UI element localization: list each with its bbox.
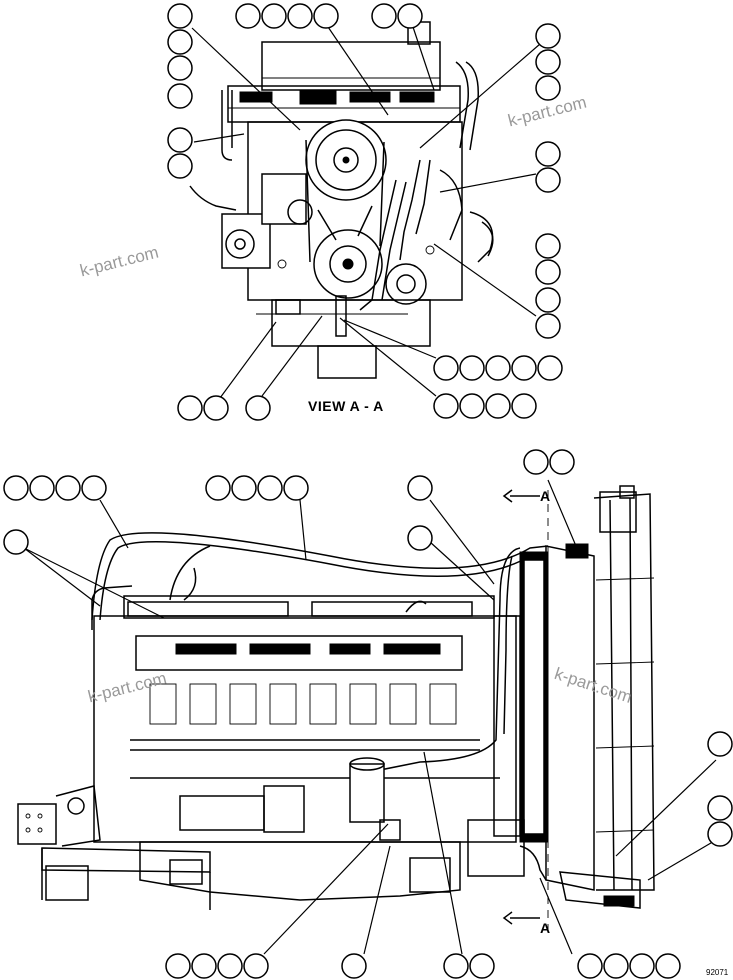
callout-bubble [407, 525, 433, 551]
callout-bubble [707, 795, 733, 821]
callout-bubble [523, 449, 549, 475]
callout-bubble [629, 953, 655, 979]
callout-bubble [167, 55, 193, 81]
callout-bubble [433, 355, 459, 381]
callout-bubble [603, 953, 629, 979]
callout-bubble [535, 233, 561, 259]
callout-bubble [283, 475, 309, 501]
callout-bubble [257, 475, 283, 501]
callout-bubble [535, 259, 561, 285]
callout-bubble [167, 127, 193, 153]
callout-bubble [191, 953, 217, 979]
callout-bubble [287, 3, 313, 29]
callout-bubble [371, 3, 397, 29]
callout-bubble [707, 731, 733, 757]
callout-bubble [535, 167, 561, 193]
drawing-number: 92071 [706, 968, 729, 977]
view-label: VIEW A - A [308, 398, 384, 414]
callout-bubble [167, 153, 193, 179]
front-view-engine [189, 21, 494, 379]
callout-bubble [341, 953, 367, 979]
callout-bubble [81, 475, 107, 501]
callout-bubble [243, 953, 269, 979]
callout-bubble [485, 355, 511, 381]
callout-bubble [459, 393, 485, 419]
callout-bubble [535, 287, 561, 313]
callout-bubble [203, 395, 229, 421]
callout-bubble [511, 355, 537, 381]
callout-bubble [407, 475, 433, 501]
callout-bubble [231, 475, 257, 501]
callout-bubble [167, 83, 193, 109]
callout-bubble [217, 953, 243, 979]
callout-bubble [577, 953, 603, 979]
callout-bubble [165, 953, 191, 979]
callout-bubble [3, 475, 29, 501]
callout-bubble [205, 475, 231, 501]
callout-bubbles [3, 3, 733, 979]
callout-bubble [397, 3, 423, 29]
callout-bubble [549, 449, 575, 475]
callout-bubble [535, 23, 561, 49]
callout-bubble [245, 395, 271, 421]
callout-bubble [511, 393, 537, 419]
callout-bubble [29, 475, 55, 501]
callout-bubble [313, 3, 339, 29]
callout-bubble [443, 953, 469, 979]
callout-bubble [167, 3, 193, 29]
callout-bubble [177, 395, 203, 421]
section-mark-bottom: A [540, 920, 551, 936]
callout-bubble [707, 821, 733, 847]
side-view-engine [17, 485, 655, 930]
callout-bubble [469, 953, 495, 979]
callout-bubble [55, 475, 81, 501]
callout-bubble [535, 141, 561, 167]
callout-bubble [535, 313, 561, 339]
callout-bubble [535, 75, 561, 101]
callout-bubble [459, 355, 485, 381]
callout-bubble [261, 3, 287, 29]
callout-bubble [535, 49, 561, 75]
front-view-leaders [191, 23, 541, 399]
side-view-leaders [23, 479, 717, 955]
callout-bubble [235, 3, 261, 29]
section-mark-top: A [540, 488, 551, 504]
callout-bubble [433, 393, 459, 419]
callout-bubble [167, 29, 193, 55]
callout-bubble [655, 953, 681, 979]
callout-bubble [485, 393, 511, 419]
callout-bubble [537, 355, 563, 381]
callout-bubble [3, 529, 29, 555]
